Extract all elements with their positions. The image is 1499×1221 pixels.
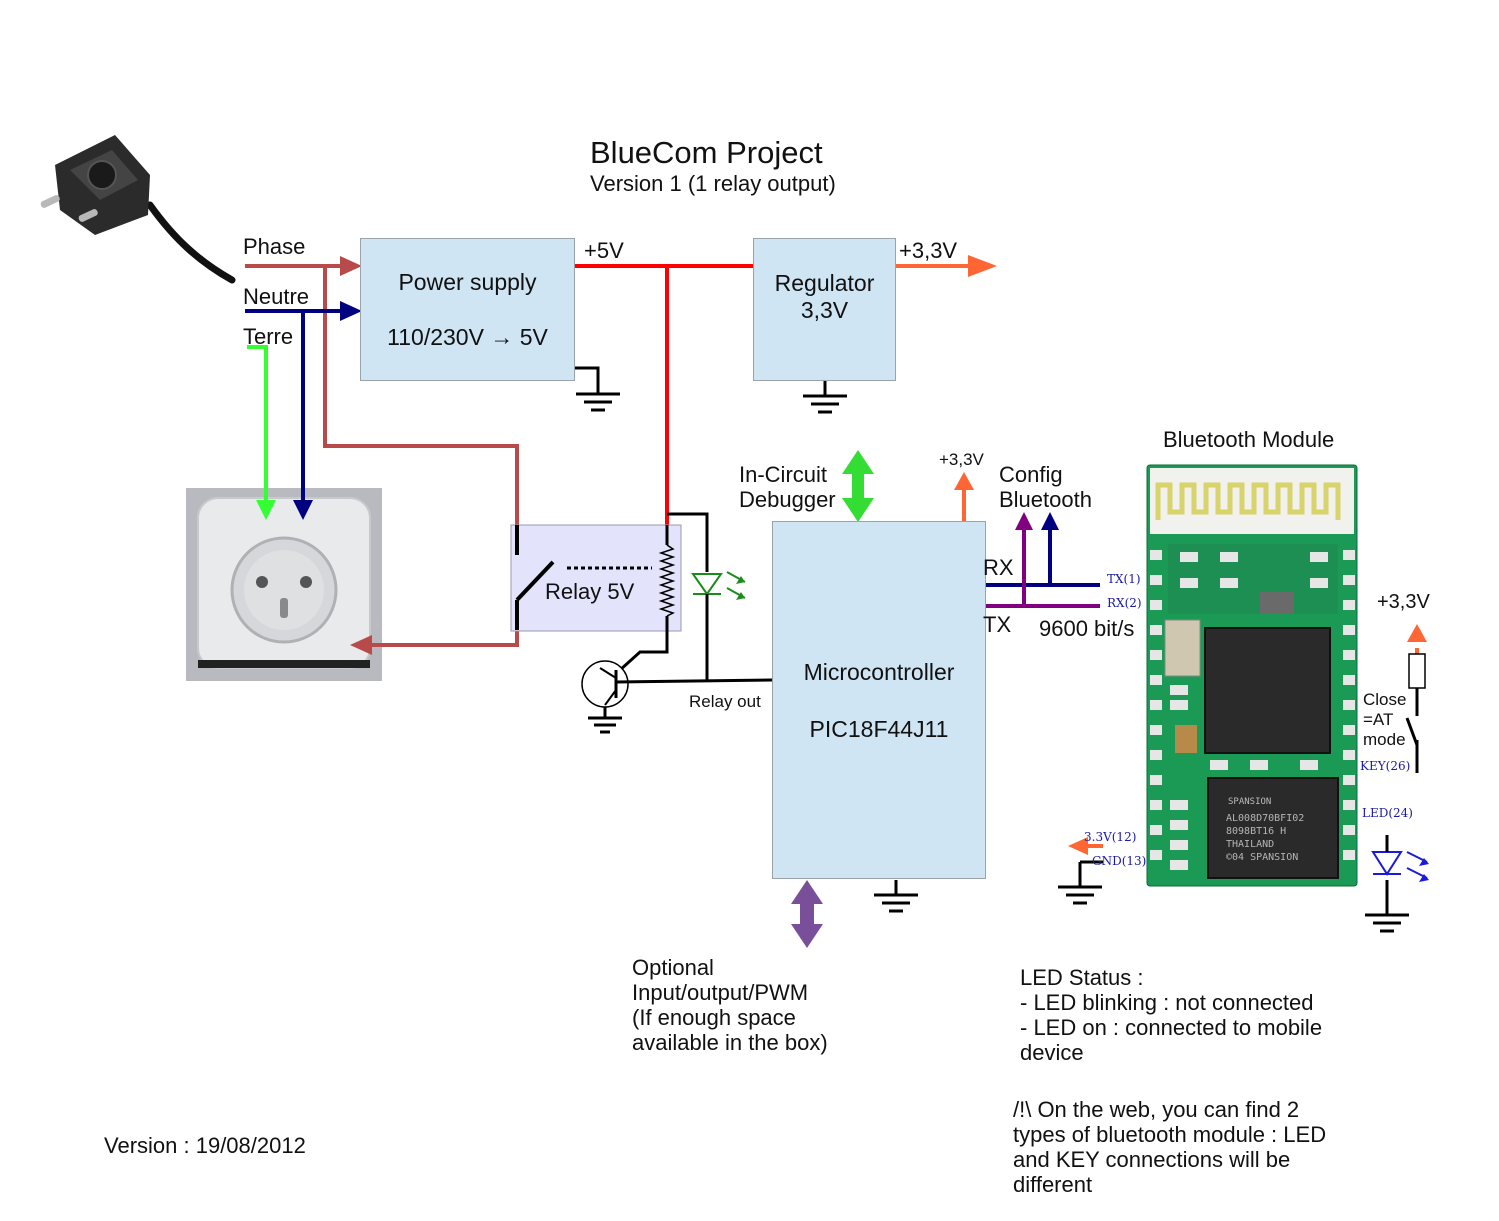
bt-module-title: Bluetooth Module	[1163, 427, 1334, 452]
relay-label: Relay 5V	[545, 579, 634, 604]
optional-io-arrow-icon	[791, 880, 823, 948]
mcu-3v3-arrow-icon	[954, 472, 974, 521]
power-plug-icon	[40, 135, 232, 280]
bt-pin-rx: RX(2)	[1107, 596, 1142, 610]
relay-out-label: Relay out	[689, 692, 761, 712]
bt-pin-led: LED(24)	[1362, 806, 1413, 820]
microcontroller-name: Microcontroller	[773, 659, 985, 686]
chip-brand: SPANSION	[1228, 797, 1271, 807]
relay-led-icon	[693, 572, 745, 680]
debugger-arrow-icon	[842, 450, 874, 522]
regulator-block: Regulator 3,3V	[753, 238, 896, 381]
regulator-spec: 3,3V	[754, 297, 895, 324]
key-switch-icon	[1407, 624, 1427, 773]
uart-tx-label: TX	[983, 612, 1011, 637]
power-supply-spec: 110/230V → 5V	[361, 324, 574, 351]
bt-pin-gnd: GND(13)	[1092, 854, 1146, 868]
phase-label: Phase	[243, 234, 305, 259]
version-label: Version : 19/08/2012	[104, 1133, 306, 1158]
bt-pin-key: KEY(26)	[1360, 759, 1410, 773]
microcontroller-part: PIC18F44J11	[773, 716, 985, 743]
close-at-mode-label: Close =AT mode	[1363, 690, 1406, 750]
led-status-note: LED Status : - LED blinking : not connec…	[1020, 965, 1322, 1065]
microcontroller-block: Microcontroller PIC18F44J11	[772, 521, 986, 879]
diagram-subtitle: Version 1 (1 relay output)	[590, 171, 836, 196]
regulator-name: Regulator	[754, 270, 895, 297]
debugger-line1: In-Circuit	[739, 462, 827, 487]
uart-rx-label: RX	[983, 555, 1014, 580]
power-supply-block: Power supply 110/230V → 5V	[360, 238, 575, 381]
status-led-icon	[1373, 835, 1429, 882]
chip-marking: AL008D70BFI02 8098BT16 H THAILAND ©04 SP…	[1226, 812, 1304, 864]
config-bt-line2: Bluetooth	[999, 487, 1092, 512]
uart-baud-label: 9600 bit/s	[1039, 616, 1134, 641]
debugger-line2: Debugger	[739, 487, 836, 512]
power-supply-name: Power supply	[361, 269, 574, 296]
rail-5v-label: +5V	[584, 238, 624, 263]
svg-text:SPANSION: SPANSION	[1228, 797, 1271, 807]
config-bt-line1: Config	[999, 462, 1063, 487]
mcu-3v3-label: +3,3V	[939, 450, 984, 470]
module-warning-note: /!\ On the web, you can find 2 types of …	[1013, 1097, 1326, 1197]
diagram-title: BlueCom Project	[590, 136, 823, 170]
terre-label: Terre	[243, 324, 293, 349]
bt-pin-3v3: 3.3V(12)	[1084, 830, 1136, 844]
optional-io-label: Optional Input/output/PWM (If enough spa…	[632, 955, 828, 1055]
neutre-label: Neutre	[243, 284, 309, 309]
wall-socket-icon	[186, 488, 382, 681]
bt-pin-tx: TX(1)	[1107, 572, 1141, 586]
rail-3v3-label: +3,3V	[899, 238, 957, 263]
key-3v3-label: +3,3V	[1377, 590, 1430, 615]
